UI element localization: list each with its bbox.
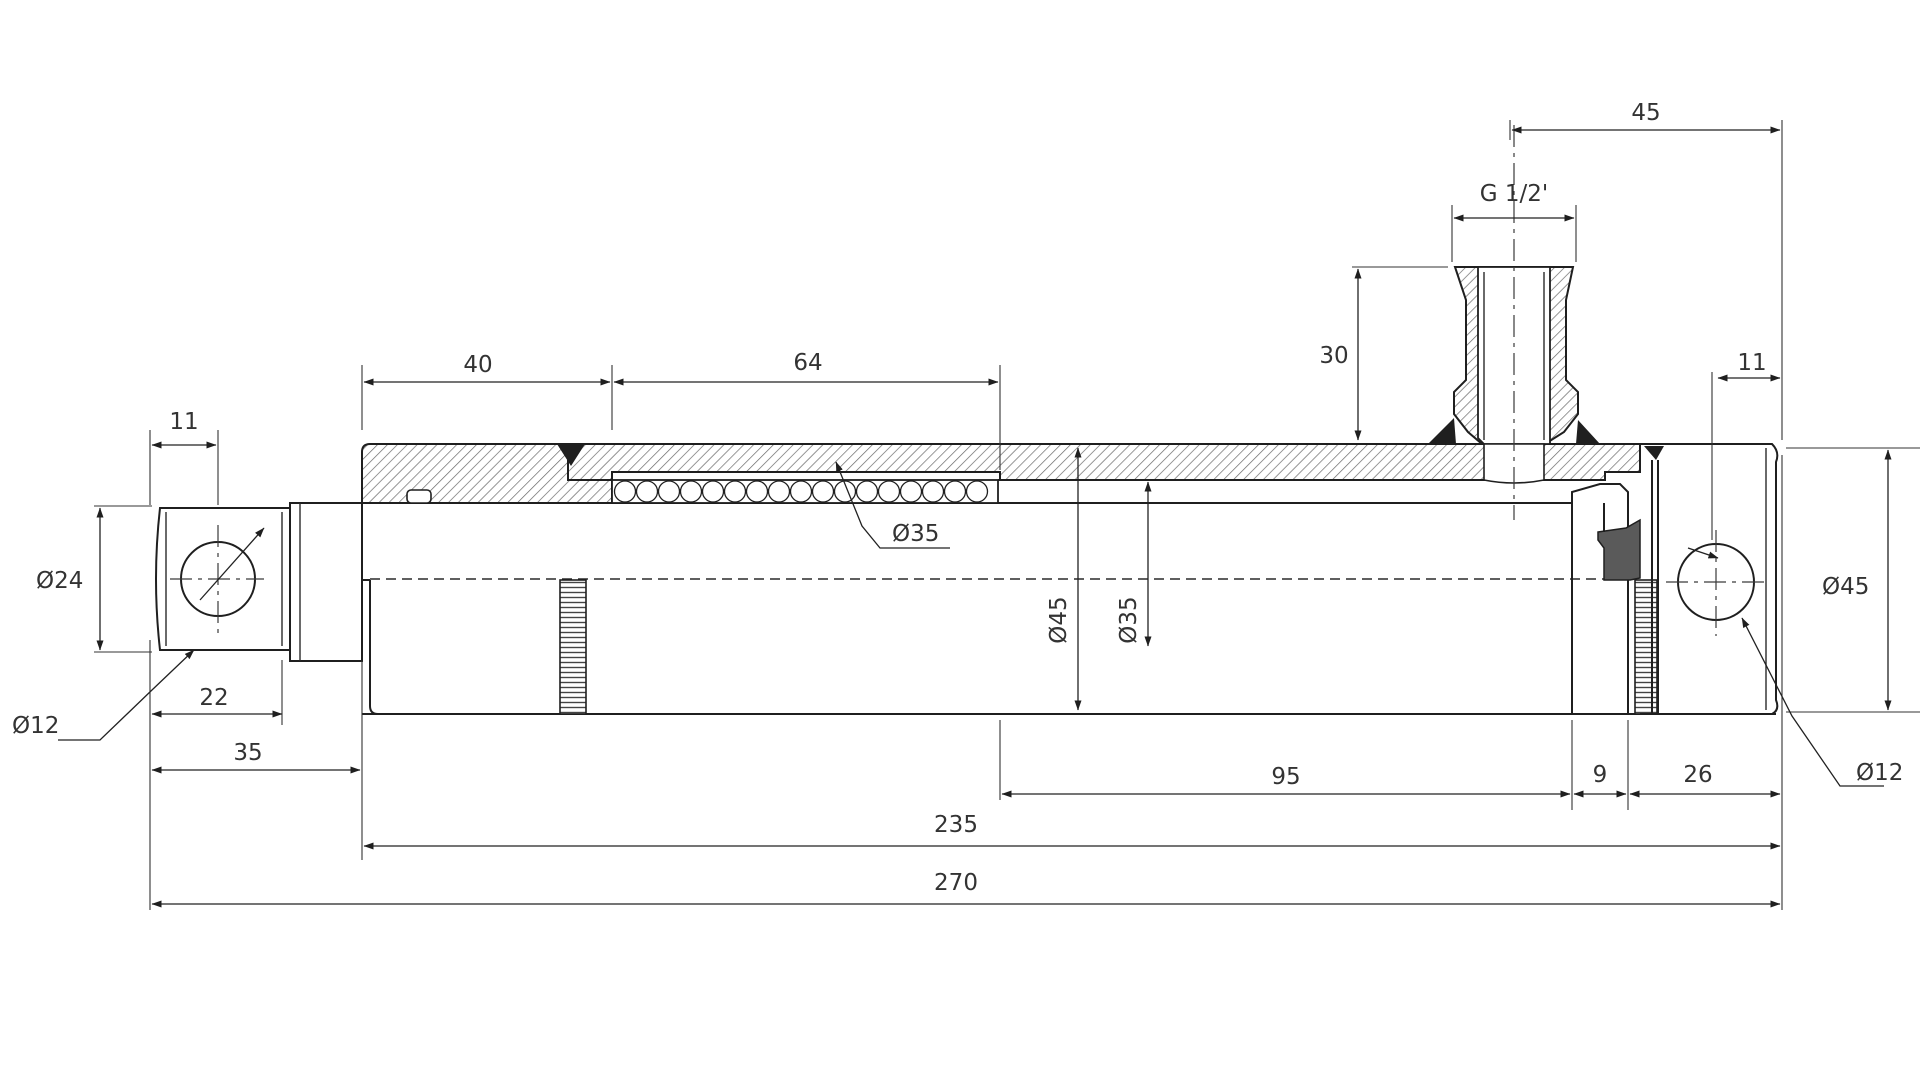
dim-tube-dia: Ø45 xyxy=(1046,596,1072,643)
extension-lines xyxy=(94,120,1920,910)
gland-o-ring xyxy=(406,489,432,504)
dim-rod-pin-offset: 22 xyxy=(199,685,228,711)
dim-port-thread: G 1/2' xyxy=(1480,181,1548,207)
dim-base-eye-width: 11 xyxy=(1737,350,1766,376)
dim-rod-end-length: 35 xyxy=(233,740,262,766)
gland-section xyxy=(361,443,1641,504)
piston-head xyxy=(1571,483,1641,581)
dim-base-length: 26 xyxy=(1683,762,1712,788)
dim-body-length: 235 xyxy=(934,812,978,838)
dimension-lines xyxy=(58,126,1892,908)
dim-rod-eye-width: 11 xyxy=(169,409,198,435)
dim-rod-pin-dia: Ø12 xyxy=(12,713,59,739)
dim-port-height: 30 xyxy=(1319,343,1348,369)
dimension-labels: 270 235 35 22 11 Ø24 Ø12 40 64 Ø35 Ø45 Ø… xyxy=(12,100,1903,896)
dim-port-position: 45 xyxy=(1631,100,1660,126)
piston-seal xyxy=(1597,518,1641,581)
dim-gland-length: 40 xyxy=(463,352,492,378)
dim-base-pin-dia: Ø12 xyxy=(1856,760,1903,786)
base-end xyxy=(1640,443,1779,715)
dim-guide-length: 64 xyxy=(793,350,822,376)
knurled-band-1 xyxy=(559,579,587,715)
dim-overall-length: 270 xyxy=(934,870,978,896)
dim-rod-dia: Ø35 xyxy=(892,521,939,547)
cylinder-tube xyxy=(361,503,1776,715)
dim-piston-width: 9 xyxy=(1593,762,1608,788)
knurled-band-2 xyxy=(1634,579,1658,715)
dim-base-dia: Ø45 xyxy=(1822,574,1869,600)
rod-end xyxy=(155,502,363,662)
guide-balls xyxy=(613,480,989,503)
hydraulic-port xyxy=(1428,125,1600,520)
dim-stroke: 95 xyxy=(1271,764,1300,790)
piston-rod xyxy=(362,502,1572,504)
dim-rod-eye-dia: Ø24 xyxy=(36,568,83,594)
dim-bore-dia: Ø35 xyxy=(1116,596,1142,643)
